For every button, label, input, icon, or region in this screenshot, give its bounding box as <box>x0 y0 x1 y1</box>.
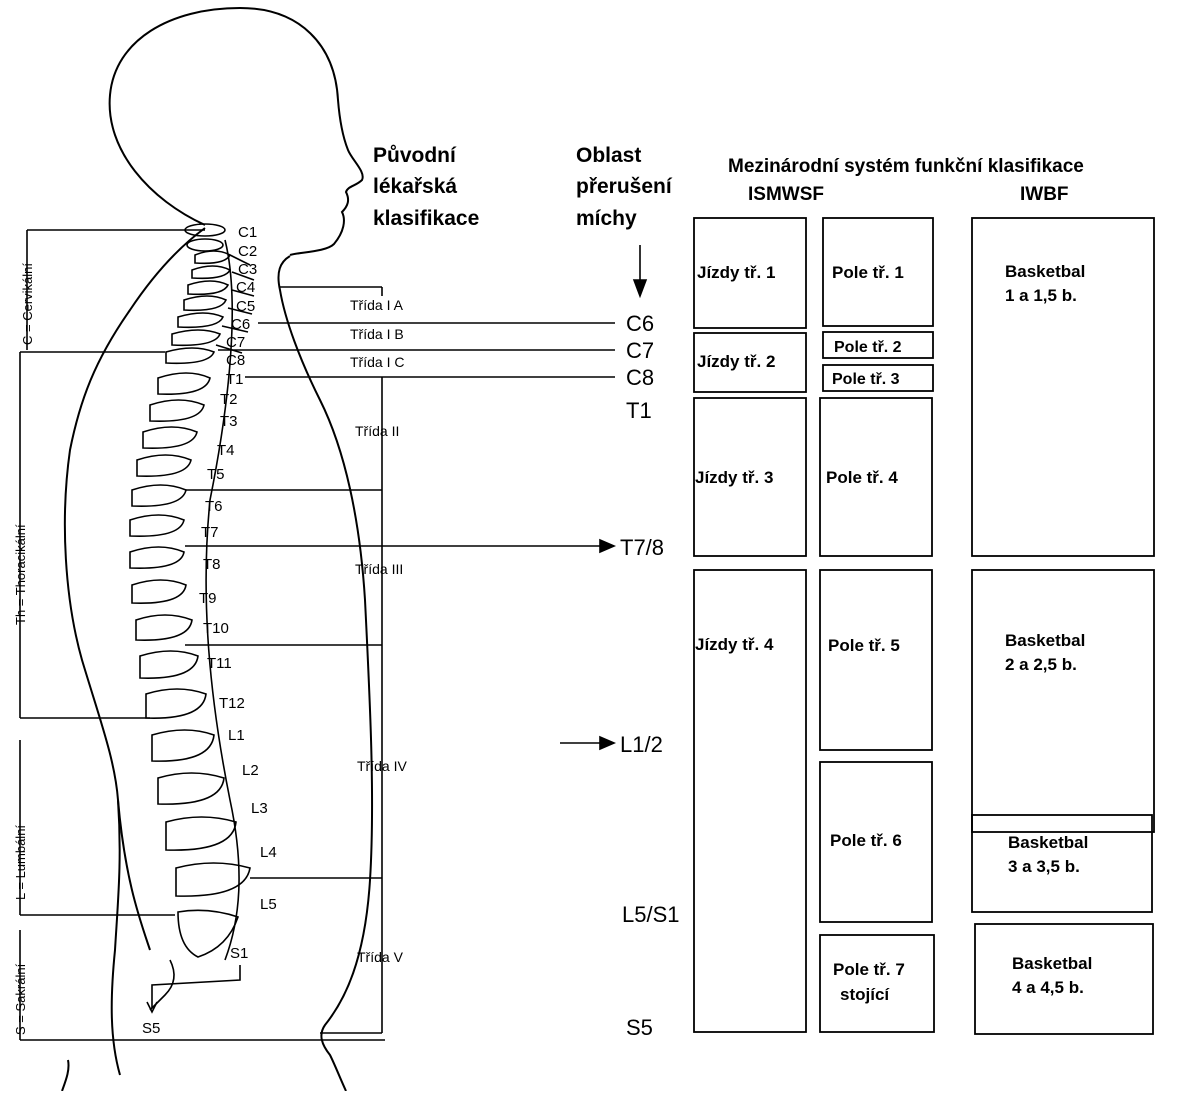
vertebra-label-t12: T12 <box>219 695 245 712</box>
field-class-6: Pole tř. 6 <box>830 831 902 850</box>
vertebra-label-l5: L5 <box>260 896 277 913</box>
field-class-7: Pole tř. 7 <box>833 960 905 979</box>
vertebra-label-c7: C7 <box>226 334 245 351</box>
vertebra-label-c8: C8 <box>226 352 245 369</box>
svg-text:Oblast: Oblast <box>576 144 641 167</box>
vertebra-label-s1: S1 <box>230 945 248 962</box>
svg-text:lékařská: lékařská <box>373 175 457 198</box>
svg-text:Basketbal: Basketbal <box>1005 631 1085 650</box>
injury-level-c7: C7 <box>626 338 654 363</box>
svg-text:Původní: Původní <box>373 144 457 167</box>
riding-class-2: Jízdy tř. 2 <box>697 352 775 371</box>
basketball-class-1: Basketbal 1 a 1,5 b. <box>1005 262 1085 305</box>
svg-text:Basketbal: Basketbal <box>1012 954 1092 973</box>
injury-level-c8: C8 <box>626 365 654 390</box>
vertebra-label-t11: T11 <box>207 655 232 672</box>
vertebra-label-t5: T5 <box>207 466 225 483</box>
vertebra-label-t7: T7 <box>201 524 219 541</box>
medical-class-3: Třída III <box>355 561 403 577</box>
vertebra-label-c4: C4 <box>236 279 255 296</box>
riding-class-3: Jízdy tř. 3 <box>695 468 773 487</box>
svg-text:4 a 4,5 b.: 4 a 4,5 b. <box>1012 978 1084 997</box>
vertebra-label-t9: T9 <box>199 590 217 607</box>
header-original-classification: Původní lékařská klasifikace <box>373 144 479 230</box>
region-lumbar-label: L = Lumbální <box>13 825 28 900</box>
medical-class-4: Třída IV <box>357 758 407 774</box>
header-injury-area: Oblast přerušení míchy <box>576 144 673 230</box>
vertebra-label-t2: T2 <box>220 391 238 408</box>
vertebra-label-c5: C5 <box>236 298 255 315</box>
header-iwbf: IWBF <box>1020 184 1069 205</box>
field-class-2: Pole tř. 2 <box>834 339 902 356</box>
vertebra-label-t3: T3 <box>220 413 238 430</box>
region-sacral-label: S = Sakrální <box>13 963 28 1035</box>
svg-text:míchy: míchy <box>576 207 637 230</box>
vertebra-label-t6: T6 <box>205 498 223 515</box>
vertebra-label-l1: L1 <box>228 727 245 744</box>
medical-class-5: Třída V <box>357 949 404 965</box>
injury-level-s5: S5 <box>626 1015 653 1040</box>
svg-text:přerušení: přerušení <box>576 175 673 198</box>
vertebra-label-c3: C3 <box>238 261 257 278</box>
basketball-classes <box>972 218 1154 1034</box>
vertebra-label-l4: L4 <box>260 844 277 861</box>
basketball-class-3: Basketbal 3 a 3,5 b. <box>1008 833 1088 876</box>
body-silhouette <box>62 8 372 1091</box>
riding-classes <box>694 218 806 1032</box>
header-international-system: Mezinárodní systém funkční klasifikace <box>728 156 1084 177</box>
field-class-3: Pole tř. 3 <box>832 371 900 388</box>
field-class-4: Pole tř. 4 <box>826 468 898 487</box>
field-class-7-standing: stojící <box>840 985 890 1004</box>
injury-level-c6: C6 <box>626 311 654 336</box>
riding-class-1: Jízdy tř. 1 <box>697 263 775 282</box>
field-class-1: Pole tř. 1 <box>832 263 904 282</box>
medical-class-lines <box>185 245 646 1033</box>
svg-text:klasifikace: klasifikace <box>373 207 479 230</box>
vertebra-label-l3: L3 <box>251 800 268 817</box>
vertebra-label-c2: C2 <box>238 243 257 260</box>
basketball-class-2: Basketbal 2 a 2,5 b. <box>1005 631 1085 674</box>
injury-level-l1-2: L1/2 <box>620 732 663 757</box>
header-ismwsf: ISMWSF <box>748 184 824 205</box>
medical-class-1a: Třída I A <box>350 297 404 313</box>
field-class-5: Pole tř. 5 <box>828 636 900 655</box>
region-cervical-label: C = Cervikální <box>20 263 35 345</box>
vertebra-label-c1: C1 <box>238 224 257 241</box>
vertebra-label-s5: S5 <box>142 1020 160 1037</box>
riding-class-4: Jízdy tř. 4 <box>695 635 774 654</box>
injury-level-l5-s1: L5/S1 <box>622 902 680 927</box>
vertebra-label-t1: T1 <box>226 371 244 388</box>
injury-level-t1: T1 <box>626 398 652 423</box>
medical-class-2: Třída II <box>355 423 399 439</box>
svg-text:3 a 3,5 b.: 3 a 3,5 b. <box>1008 857 1080 876</box>
vertebra-label-c6: C6 <box>231 316 250 333</box>
vertebra-label-t4: T4 <box>217 442 235 459</box>
vertebra-label-l2: L2 <box>242 762 259 779</box>
medical-class-1c: Třída I C <box>350 354 404 370</box>
s5-arrow <box>147 965 240 1012</box>
basketball-class-4: Basketbal 4 a 4,5 b. <box>1012 954 1092 997</box>
region-thoracic-label: Th = Thoracikální <box>13 524 28 625</box>
vertebra-label-t8: T8 <box>203 556 221 573</box>
injury-level-t7-8: T7/8 <box>620 535 664 560</box>
vertebra-label-t10: T10 <box>203 620 229 637</box>
svg-text:Basketbal: Basketbal <box>1005 262 1085 281</box>
svg-text:Basketbal: Basketbal <box>1008 833 1088 852</box>
svg-text:2 a 2,5 b.: 2 a 2,5 b. <box>1005 655 1077 674</box>
medical-class-1b: Třída I B <box>350 326 404 342</box>
svg-text:1 a 1,5 b.: 1 a 1,5 b. <box>1005 286 1077 305</box>
